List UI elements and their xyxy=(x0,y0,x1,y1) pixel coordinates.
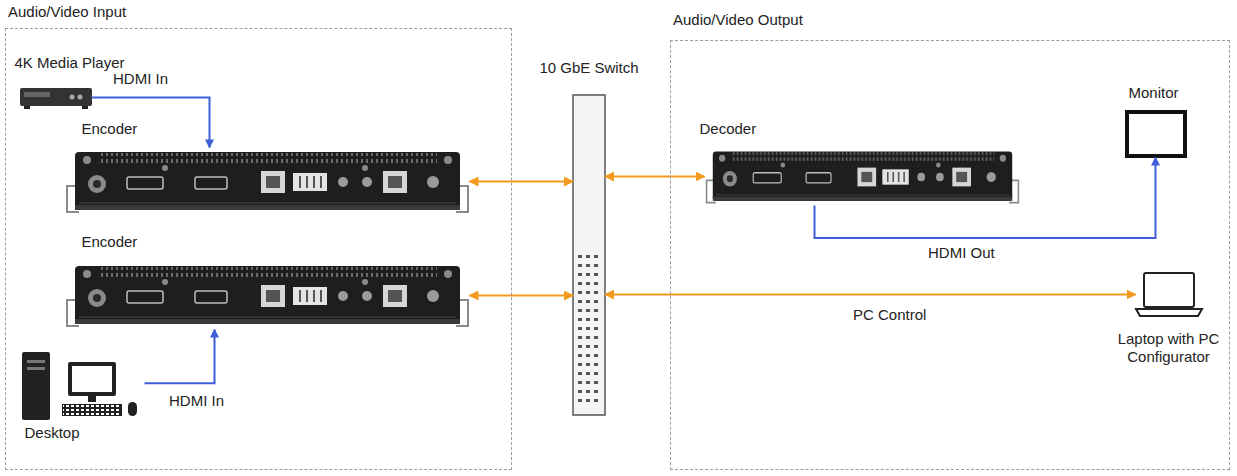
device-label: Encoder xyxy=(82,233,138,251)
device-label: 10 GbE Switch xyxy=(539,59,638,77)
group-heading: Audio/Video Input xyxy=(8,3,126,21)
encoder-unit xyxy=(67,152,468,212)
device-label: Monitor xyxy=(1129,84,1179,102)
device-node: Monitor xyxy=(1125,110,1187,158)
device-node: Decoder xyxy=(705,148,1020,206)
device-label: Desktop xyxy=(25,424,80,442)
laptop-icon xyxy=(1136,273,1202,316)
hdmi-cable xyxy=(145,330,215,384)
device-node: Encoder xyxy=(65,262,470,330)
network-link xyxy=(470,295,574,297)
connector-label: HDMI Out xyxy=(925,244,998,262)
media-player-icon xyxy=(20,88,92,109)
network-switch xyxy=(573,95,605,415)
network-link xyxy=(605,176,705,178)
monitor-icon xyxy=(1127,112,1185,156)
network-link xyxy=(605,294,1136,296)
encoder-unit xyxy=(67,266,468,326)
device-node: Encoder xyxy=(65,148,470,216)
device-label: Decoder xyxy=(700,120,757,138)
network-link xyxy=(470,181,574,183)
device-label: Laptop with PC Configurator xyxy=(1086,330,1237,366)
group-heading: Audio/Video Output xyxy=(673,11,803,29)
decoder-unit xyxy=(707,151,1019,202)
device-label: Encoder xyxy=(82,120,138,138)
device-node: Desktop xyxy=(20,352,145,418)
connector-label: HDMI In xyxy=(166,392,227,410)
device-node: 4K Media Player xyxy=(20,84,92,112)
device-node: 10 GbE Switch xyxy=(573,95,605,415)
connector-label: PC Control xyxy=(850,306,929,324)
desktop-icon xyxy=(22,352,137,420)
device-node: Laptop with PC Configurator xyxy=(1136,272,1202,318)
group-region: 4K Media PlayerEncoderEncoderDesktopAudi… xyxy=(5,28,512,470)
device-label: 4K Media Player xyxy=(15,54,125,72)
hdmi-cable xyxy=(815,158,1156,239)
connector-label: HDMI In xyxy=(110,70,171,88)
